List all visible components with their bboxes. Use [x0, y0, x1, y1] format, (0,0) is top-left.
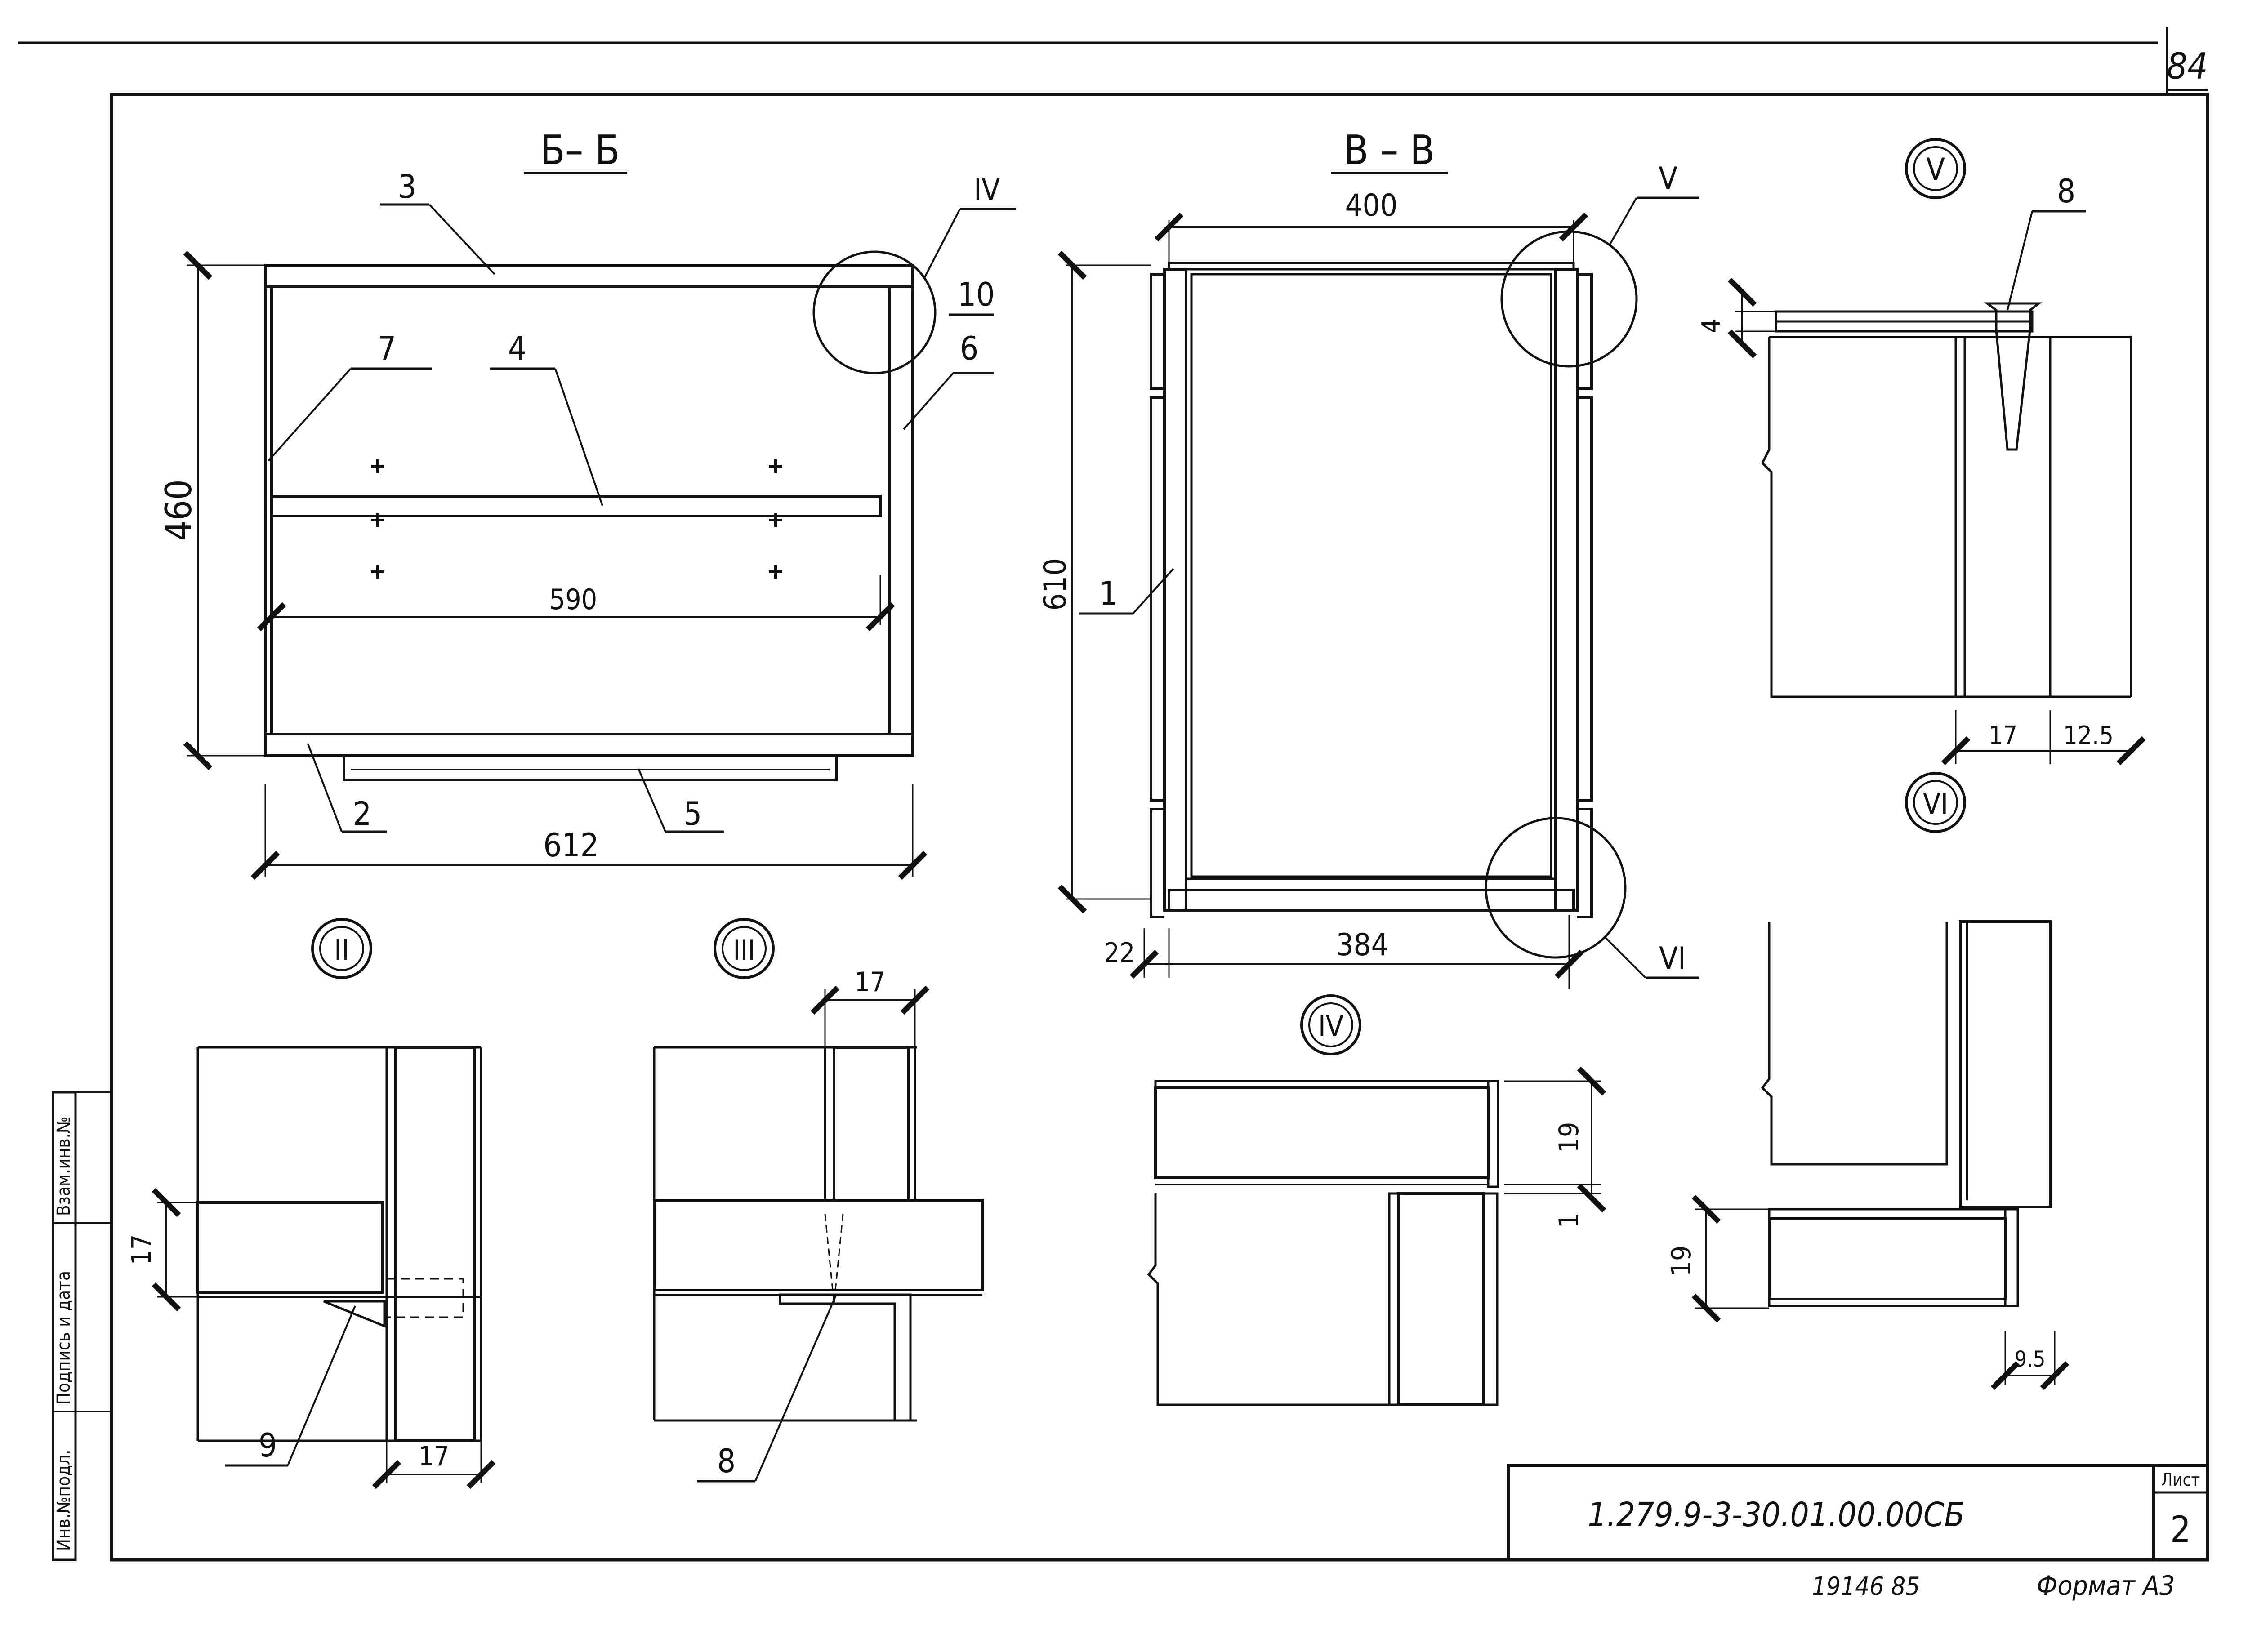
detail-iv-dim-b: 1: [1553, 1213, 1585, 1228]
section-bb: Б– Б 460 590: [158, 127, 1016, 880]
detail-vi-dim-a: 19: [1666, 1246, 1697, 1277]
detail-iv-dim-a: 19: [1553, 1122, 1585, 1153]
leader-6: 6: [960, 330, 978, 367]
section-vv-title: В – В: [1344, 127, 1435, 174]
detail-iii-dim-a: 17: [855, 966, 886, 998]
leader-2: 2: [353, 795, 371, 833]
section-bb-title: Б– Б: [540, 127, 620, 174]
detail-v: V 8 4 17 12.5: [1697, 138, 2146, 766]
detail-iii: III 8 17: [653, 918, 984, 1483]
dim-vv-left: 22: [1104, 937, 1135, 969]
detail-vi-dim-b: 9.5: [2015, 1347, 2046, 1372]
callout-iv-top: IV: [974, 173, 1000, 207]
title-sheet-value: 2: [2170, 1509, 2191, 1550]
dim-bb-width: 612: [543, 826, 599, 864]
dim-bb-inner: 590: [549, 583, 597, 616]
footer-number: 19146 85: [1812, 1572, 1920, 1601]
dim-bb-height: 460: [158, 479, 200, 541]
fastener-marks: [371, 459, 782, 579]
detail-ii-dim-a: 17: [126, 1234, 157, 1265]
leader-3: 3: [398, 168, 416, 205]
detail-v-leader: 8: [2057, 172, 2075, 210]
format-label: Формат А3: [2037, 1570, 2175, 1602]
detail-iii-label: III: [733, 934, 755, 966]
title-sheet-label: Лист: [2161, 1470, 2200, 1490]
detail-iv: IV 19 1: [1147, 994, 1606, 1406]
dim-vv-top: 400: [1345, 188, 1398, 223]
dim-vv-height: 610: [1038, 558, 1073, 611]
callout-vi-top: VI: [1659, 941, 1686, 976]
title-block: 1.279.9-3-30.01.00.00СБ Лист 2 19146 85 …: [1507, 1464, 2209, 1602]
title-designation: 1.279.9-3-30.01.00.00СБ: [1588, 1496, 1965, 1534]
detail-vi: VI 19 9.5: [1666, 772, 2070, 1390]
detail-v-dim-b: 17: [1989, 721, 2017, 750]
detail-v-dim-c: 12.5: [2063, 721, 2114, 750]
leaders-bb: 3 7 4 10 6 2 5: [268, 168, 995, 833]
leader-7: 7: [378, 330, 396, 367]
sheet-frame: [18, 27, 2209, 1562]
detail-ii-leader: 9: [259, 1426, 277, 1464]
stamp-replace-inv: Взам.инв.№: [54, 1117, 74, 1216]
stamp-inv-number: Инв.№подл.: [54, 1450, 74, 1551]
callout-v-top: V: [1659, 161, 1677, 196]
detail-v-label: V: [1926, 152, 1945, 187]
section-vv: В – В 400 610: [1038, 127, 1699, 989]
detail-vi-label: VI: [1923, 788, 1948, 821]
detail-ii: II 9 17 17: [126, 918, 496, 1489]
detail-ii-label: II: [334, 934, 349, 967]
detail-ii-dim-b: 17: [419, 1441, 450, 1472]
leader-4: 4: [508, 330, 526, 367]
detail-v-dim-a: 4: [1697, 319, 1726, 333]
leader-1: 1: [1099, 574, 1118, 612]
detail-iii-leader: 8: [717, 1442, 736, 1480]
leader-5: 5: [683, 795, 702, 833]
dim-vv-bottom: 384: [1336, 927, 1389, 963]
side-stamp: Инв.№подл. Подпись и дата Взам.инв.№: [52, 1091, 112, 1561]
leader-10: 10: [958, 276, 995, 313]
detail-iv-label: IV: [1318, 1010, 1343, 1043]
stamp-signature-date: Подпись и дата: [54, 1271, 74, 1405]
sheet-number: 84: [2167, 45, 2208, 87]
